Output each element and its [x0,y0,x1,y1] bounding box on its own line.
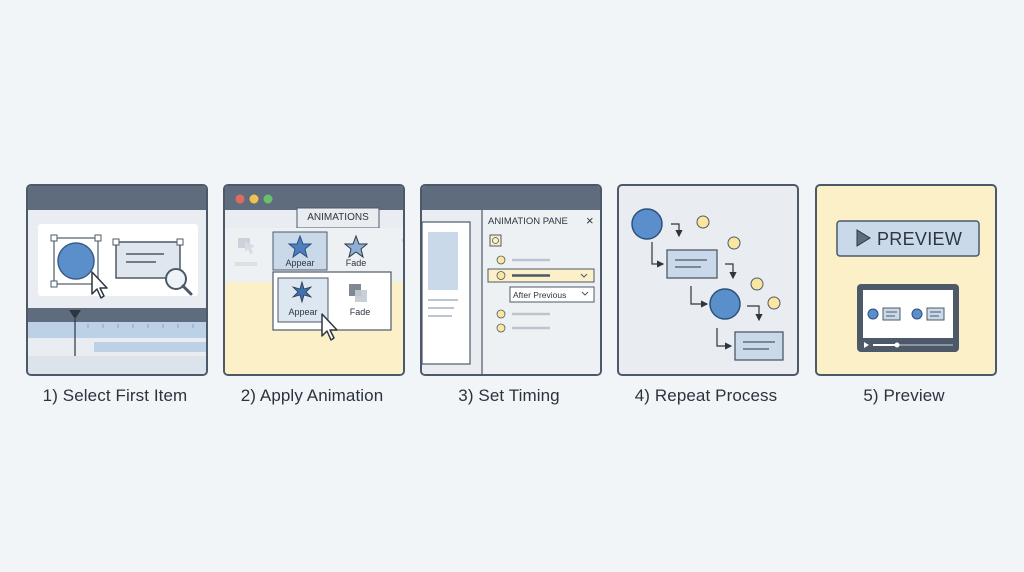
clock-icon [496,323,506,333]
animation-pane-title: ANIMATION PANE [488,216,568,227]
preview-button-label: PREVIEW [877,229,963,249]
mouse-cursor-icon [321,313,338,341]
window-maximize-dot[interactable] [263,194,273,204]
selection-handle[interactable] [112,238,120,246]
step-2-caption: 2) Apply Animation [240,386,384,405]
preview-view [836,220,980,352]
animation-ribbon [225,194,403,374]
animation-pane-view [422,210,600,374]
text-box-shape [882,307,901,321]
text-box-shape [666,249,718,279]
preview-button[interactable] [836,220,980,257]
window-minimize-dot[interactable] [249,194,259,204]
timeline-header [28,308,206,322]
window-title-bar [422,186,600,210]
step-4-caption: 4) Repeat Process [634,386,778,405]
play-icon [856,229,871,247]
clock-icon [767,296,781,310]
timeline-track [28,322,206,338]
animation-list [487,255,595,333]
clock-icon [496,309,506,319]
clock-icon [696,215,710,229]
step-set-timing-panel: ANIMATION PANE × After Previous [420,184,602,376]
clock-icon [496,271,506,280]
circle-shape[interactable] [57,242,95,280]
circle-shape [867,308,879,320]
thumbnail-image [428,232,458,290]
circle-shape [631,208,663,240]
repeat-flow-diagram [631,208,784,361]
timing-select-value: After Previous [513,290,567,300]
star-icon [287,234,313,259]
timeline-lower-track [28,356,206,374]
window-close-dot[interactable] [235,194,245,204]
selection-handle[interactable] [94,234,102,242]
playhead-marker-icon[interactable] [69,310,81,319]
chevron-down-icon[interactable] [580,273,588,278]
selection-handle[interactable] [176,238,184,246]
step-3-caption: 3) Set Timing [458,386,560,405]
editor-canvas [28,224,206,374]
magnifier-icon [165,268,193,296]
window-title-bar [28,186,206,210]
timing-select[interactable] [509,286,595,303]
text-box-shape [734,331,784,361]
step-preview-panel: PREVIEW [815,184,997,376]
clock-icon [496,255,506,265]
step-select-first-item-panel [26,184,208,376]
faded-animation-icon [235,238,257,266]
step-5-caption: 5) Preview [863,386,945,405]
chevron-down-icon[interactable] [581,291,589,296]
star-outline-icon [343,234,369,259]
appear-button-label: Appear [285,258,315,268]
circle-shape [911,308,923,320]
tab-animations-label: ANIMATIONS [307,212,369,223]
clock-button-icon[interactable] [489,234,502,247]
clock-icon [727,236,741,250]
selection-box [53,237,99,285]
step-repeat-process-panel [617,184,799,376]
video-scrubber-handle[interactable] [894,342,900,348]
close-pane-button[interactable]: × [586,213,594,228]
fade-button-label: Fade [345,258,367,268]
burst-icon [291,280,313,304]
clock-icon [750,277,764,291]
step-apply-animation-panel: ANIMATIONS Appear Fade Appear Fade [223,184,405,376]
timeline-clip[interactable] [94,342,206,352]
selection-handle[interactable] [50,280,58,288]
mouse-cursor-icon [91,271,108,299]
step-1-caption: 1) Select First Item [42,386,188,405]
dropdown-fade-label: Fade [349,307,371,317]
dropdown-appear-label: Appear [288,307,318,317]
text-box-shape [926,307,945,321]
circle-shape [709,288,741,320]
video-play-icon[interactable] [864,342,869,348]
selection-handle[interactable] [50,234,58,242]
